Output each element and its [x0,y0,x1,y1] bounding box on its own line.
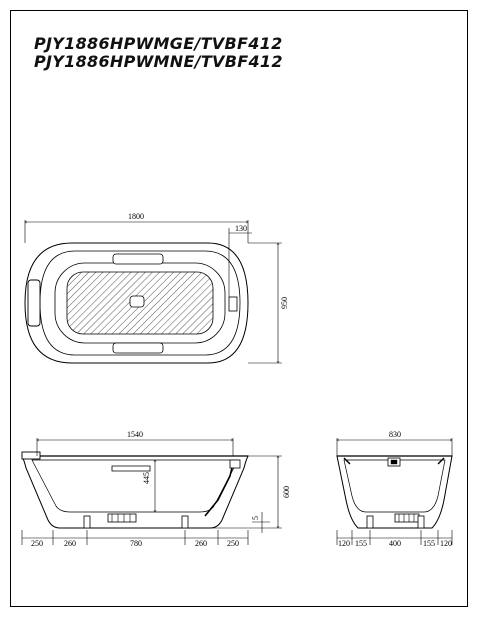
side-dimensions [21,438,282,545]
dim-end-120-left: 120 [338,539,350,548]
end-handle-left [343,457,351,465]
dim-length-1800: 1800 [128,212,144,221]
dim-end-400: 400 [389,539,401,548]
bottom-handle [112,342,164,354]
top-view [24,242,249,364]
dim-top-length-1540: 1540 [127,430,143,439]
dim-width-950: 950 [280,297,289,309]
headrest [27,279,41,327]
dim-edge-130: 130 [235,224,247,233]
drawing-frame [10,10,468,607]
dim-height-600: 600 [282,486,291,498]
end-shell-inner [343,459,446,513]
overflow-icon [228,296,238,312]
dim-bottom-250-right: 250 [227,539,239,548]
end-foot-right [417,515,425,529]
dim-bottom-250-left: 250 [31,539,43,548]
drain-assembly [107,513,137,523]
tub-inner-rim [39,250,241,356]
side-view [21,451,249,529]
tub-outer-rim [24,242,249,364]
dim-end-120-right: 120 [440,539,452,548]
dim-end-width-830: 830 [389,430,401,439]
drain-icon [129,295,145,308]
top-dimensions [25,220,282,363]
end-drain-assembly [394,513,420,523]
dim-inner-depth-445: 445 [142,472,151,484]
end-shell-outer [336,455,453,529]
side-handle [111,465,151,472]
dim-gap-5: 5 [251,516,260,520]
end-dimensions [337,438,452,545]
dim-bottom-780: 780 [130,539,142,548]
model-title-2: PJY1886HPWMNE/TVBF412 [34,52,283,71]
dim-end-155-right: 155 [423,539,435,548]
model-title-1: PJY1886HPWMGE/TVBF412 [34,34,283,53]
end-foot-left [366,515,374,529]
end-handle-right [437,457,445,465]
dim-end-155-left: 155 [355,539,367,548]
foot-left [83,515,91,529]
top-handle [112,253,164,265]
foot-right [181,515,189,529]
dim-bottom-260-right: 260 [195,539,207,548]
side-headrest [21,451,41,460]
end-view [336,455,453,529]
dim-bottom-260-left: 260 [64,539,76,548]
